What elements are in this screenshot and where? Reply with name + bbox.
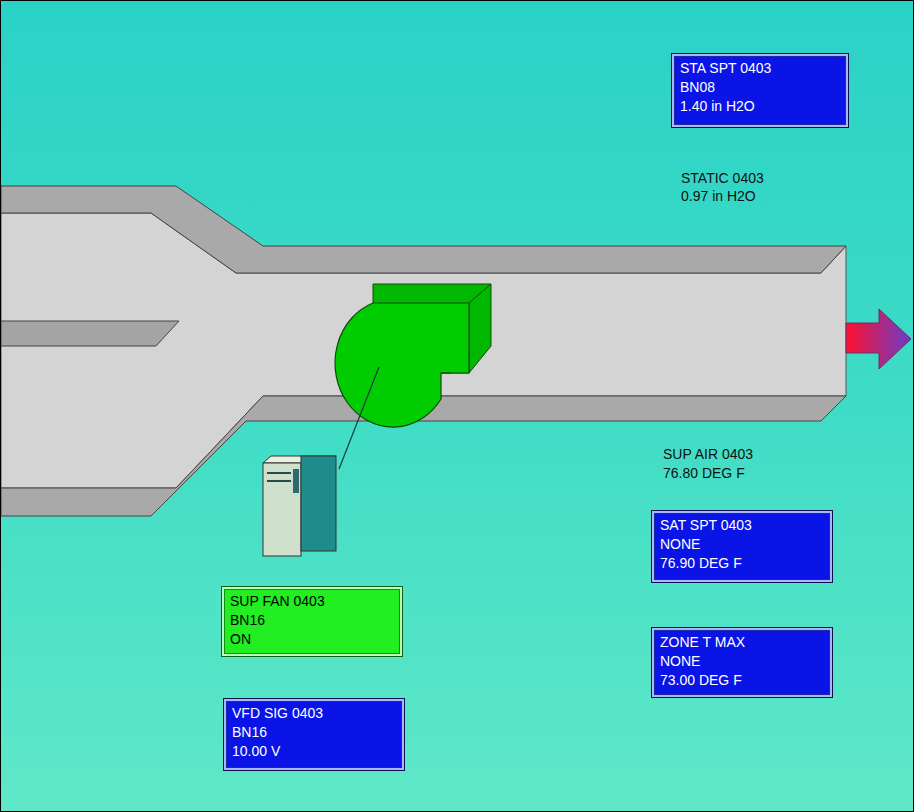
airflow-arrow <box>846 309 911 369</box>
point-reading: 0.97 in H2O <box>681 187 756 205</box>
point-box: STA SPT 0403BN081.40 in H2O <box>671 53 849 128</box>
vfd-symbol <box>263 456 336 556</box>
point-value: 76.90 DEG F <box>660 554 822 573</box>
point-value: ON <box>230 630 392 649</box>
duct-divider <box>1 321 179 346</box>
duct-top <box>1 186 846 273</box>
point-label: SUP AIR 0403 <box>663 445 753 463</box>
point-value: 1.40 in H2O <box>680 97 838 116</box>
point-value: BN08 <box>680 78 838 97</box>
point-value: BN16 <box>232 723 394 742</box>
vfd-wire <box>339 367 379 469</box>
point-box: VFD SIG 0403BN1610.00 V <box>223 698 405 771</box>
point-value: NONE <box>660 652 822 671</box>
point-name: ZONE T MAX <box>660 633 822 652</box>
fan-symbol <box>335 284 491 427</box>
point-box: SUP FAN 0403BN16ON <box>221 586 403 657</box>
point-name: STA SPT 0403 <box>680 59 838 78</box>
point-box: ZONE T MAXNONE73.00 DEG F <box>651 627 833 698</box>
point-box: SAT SPT 0403NONE76.90 DEG F <box>651 510 833 583</box>
point-value: 73.00 DEG F <box>660 671 822 690</box>
point-value: NONE <box>660 535 822 554</box>
point-label: STATIC 0403 <box>681 169 764 187</box>
point-reading: 76.80 DEG F <box>663 464 745 482</box>
point-name: VFD SIG 0403 <box>232 704 394 723</box>
point-value: 10.00 V <box>232 742 394 761</box>
point-name: SUP FAN 0403 <box>230 592 392 611</box>
point-name: SAT SPT 0403 <box>660 516 822 535</box>
point-value: BN16 <box>230 611 392 630</box>
